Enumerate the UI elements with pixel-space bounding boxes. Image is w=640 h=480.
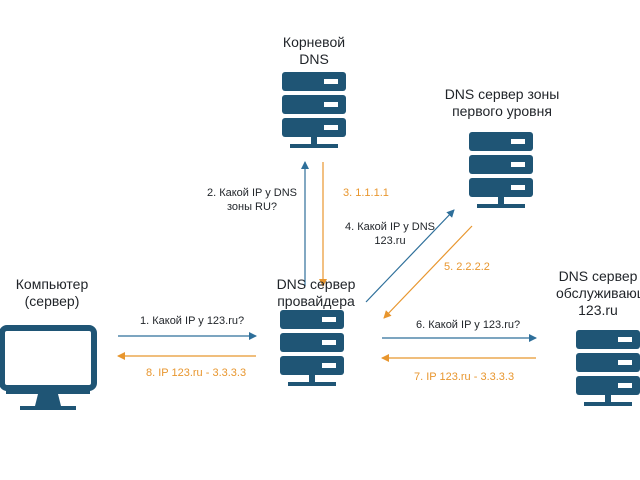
root-dns-label-line1: Корневой <box>282 34 346 50</box>
auth-dns-label-line2: обслуживающ <box>556 285 640 301</box>
computer-label: Компьютер (сервер) <box>2 276 102 310</box>
computer-label-line2: (сервер) <box>24 293 80 309</box>
step-4-label-line2: 123.ru <box>374 235 406 247</box>
step-2-label-line2: зоны RU? <box>226 201 278 213</box>
provider-dns-label: DNS сервер провайдера <box>268 276 364 310</box>
provider-dns-label-line2: провайдера <box>277 293 355 309</box>
provider-dns-server-icon <box>280 310 344 386</box>
auth-dns-label-line1: DNS сервер <box>558 268 638 284</box>
step-8-label: 8. IP 123.ru - 3.3.3.3 <box>146 367 247 379</box>
step-4-label: 4. Какой IP у DNS 123.ru <box>340 220 440 248</box>
tld-dns-label-line2: первого уровня <box>452 103 552 119</box>
monitor-icon <box>0 325 97 410</box>
step-5-label: 5. 2.2.2.2 <box>444 261 490 273</box>
arrow-step-4 <box>365 209 455 303</box>
arrow-step-5 <box>383 225 473 319</box>
provider-dns-label-line1: DNS сервер <box>276 276 356 292</box>
tld-dns-label-line1: DNS сервер зоны <box>444 86 560 102</box>
step-1-label: 1. Какой IP у 123.ru? <box>140 315 245 327</box>
auth-dns-server-icon <box>576 330 640 406</box>
tld-dns-label: DNS сервер зоны первого уровня <box>440 86 564 120</box>
step-3-label: 3. 1.1.1.1 <box>343 187 389 199</box>
root-dns-label-line2: DNS <box>299 51 329 67</box>
auth-dns-label-line3: 123.ru <box>578 302 618 318</box>
computer-label-line1: Компьютер <box>15 276 89 292</box>
auth-dns-label: DNS сервер обслуживающ 123.ru <box>556 268 640 319</box>
step-4-label-line1: 4. Какой IP у DNS <box>344 221 436 233</box>
root-dns-server-icon <box>282 72 346 148</box>
step-6-label: 6. Какой IP у 123.ru? <box>416 319 521 331</box>
step-2-label-line1: 2. Какой IP у DNS <box>206 187 298 199</box>
root-dns-label: Корневой DNS <box>272 34 356 68</box>
tld-dns-server-icon <box>469 132 533 208</box>
step-2-label: 2. Какой IP у DNS зоны RU? <box>204 186 300 214</box>
step-7-label: 7. IP 123.ru - 3.3.3.3 <box>414 371 515 383</box>
